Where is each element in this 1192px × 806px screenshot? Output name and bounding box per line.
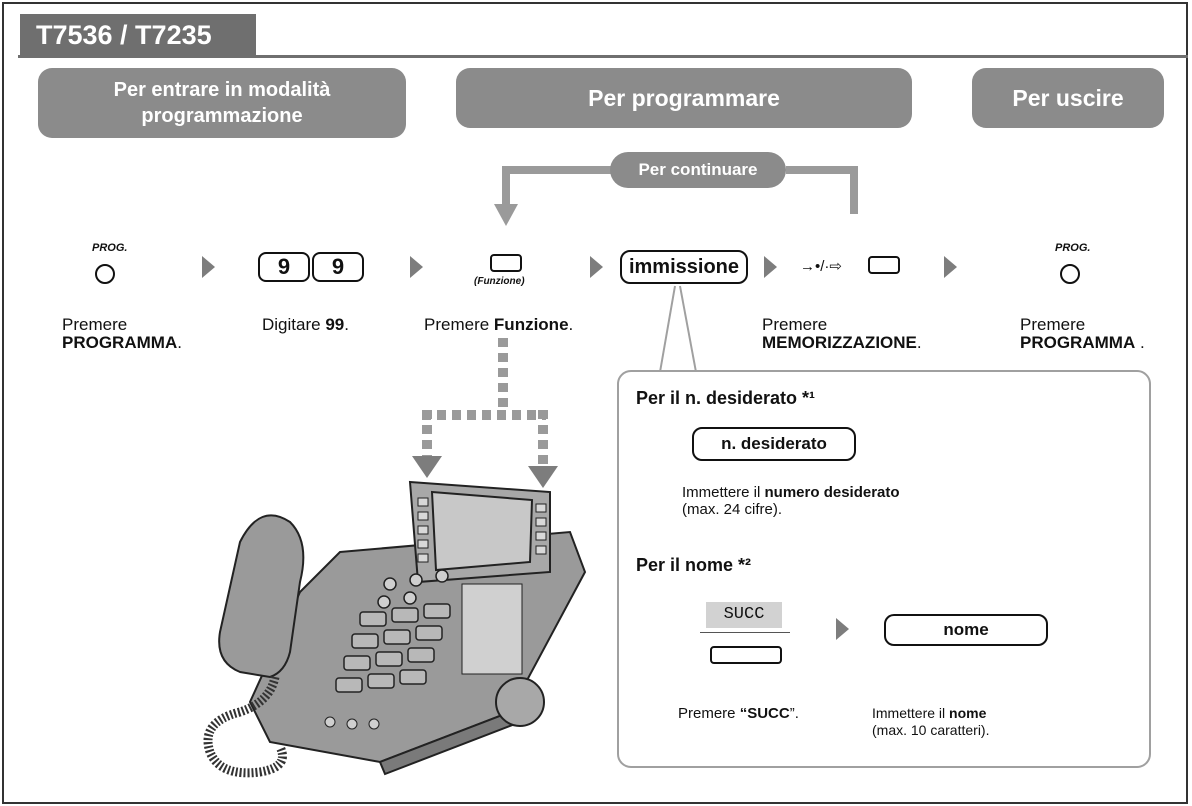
step1-suffix: . [177,333,182,352]
loop-line-left-horizontal [502,166,612,174]
step2-prefix: Digitare [262,315,326,334]
step3-prefix: Premere [424,315,494,334]
function-key-label: (Funzione) [474,276,525,287]
name-desc-bold: nome [949,705,987,721]
step6-suffix: . [1135,333,1145,352]
model-underline [18,55,1188,58]
loop-line-left-vertical [502,166,510,208]
number-key[interactable]: n. desiderato [692,427,856,461]
entry-key[interactable]: immissione [620,250,748,284]
number-desc-prefix: Immettere il [682,484,765,501]
dashed-line-horizontal [422,410,546,420]
number-desc-limit: (max. 24 cifre). [682,501,783,518]
dashed-line-right [538,410,548,468]
step5-text: Premere MEMORIZZAZIONE. [762,316,922,352]
succ-desc-prefix: Premere [678,705,740,722]
name-desc-prefix: Immettere il [872,705,950,721]
section-program: Per programmare [456,68,912,128]
step-arrow-icon [202,256,215,278]
prog-button-icon[interactable] [95,264,115,284]
succ-desc-bold: “SUCC [739,705,790,722]
continue-label: Per continuare [610,152,786,188]
exit-prog-button-icon[interactable] [1060,264,1080,284]
succ-display-underline [700,632,790,633]
phone-down-arrow-left-icon [412,456,442,478]
name-key[interactable]: nome [884,614,1048,646]
step2-suffix: . [344,315,349,334]
number-desc-bold: numero desiderato [764,484,900,501]
step1-text: Premere PROGRAMMA. [62,316,182,352]
succ-desc: Premere “SUCC”. [678,705,799,722]
step3-bold: Funzione [493,315,569,334]
store-symbol: →•/·⇨ [800,258,842,275]
step1-prefix: Premere [62,315,128,334]
model-tab: T7536 / T7235 [20,14,256,56]
step-arrow-icon [836,618,849,640]
store-button-icon[interactable] [868,256,900,274]
key-nine-2[interactable]: 9 [312,252,364,282]
step6-prefix: Premere [1020,315,1086,334]
function-button-icon[interactable] [490,254,522,272]
step6-text: Premere PROGRAMMA . [1020,316,1145,352]
step5-suffix: . [916,333,922,352]
step1-bold: PROGRAMMA [62,333,178,352]
section-enter: Per entrare in modalità programmazione [38,68,406,138]
loop-line-right-vertical [850,166,858,214]
step2-bold: 99 [325,315,345,334]
number-header: Per il n. desiderato *¹ [636,388,816,408]
exit-prog-key-label: PROG. [1055,242,1091,254]
step-arrow-icon [944,256,957,278]
key-nine-1[interactable]: 9 [258,252,310,282]
step-arrow-icon [764,256,777,278]
loop-down-arrow-icon [494,204,518,226]
loop-line-right-horizontal [786,166,858,174]
name-header: Per il nome *² [636,555,752,575]
phone-down-arrow-right-icon [528,466,558,488]
section-exit: Per uscire [972,68,1164,128]
prog-key-label: PROG. [92,242,128,254]
step-arrow-icon [410,256,423,278]
step2-text: Digitare 99. [262,316,349,334]
step5-bold: MEMORIZZAZIONE [762,333,917,352]
succ-display: SUCC [706,602,782,628]
succ-button-icon[interactable] [710,646,782,664]
step6-bold: PROGRAMMA [1020,333,1136,352]
name-desc-limit: (max. 10 caratteri). [872,722,990,738]
callout-pointer [659,285,697,373]
number-desc: Immettere il numero desiderato (max. 24 … [682,484,900,518]
name-desc: Immettere il nome (max. 10 caratteri). [872,705,989,739]
step3-suffix: . [568,315,574,334]
dashed-line-left [422,410,432,458]
step5-prefix: Premere [762,315,828,334]
step-arrow-icon [590,256,603,278]
dashed-line-vertical [498,338,508,410]
telephone-icon [203,480,587,778]
step3-text: Premere Funzione. [424,316,573,334]
succ-desc-suffix: ”. [789,705,799,722]
